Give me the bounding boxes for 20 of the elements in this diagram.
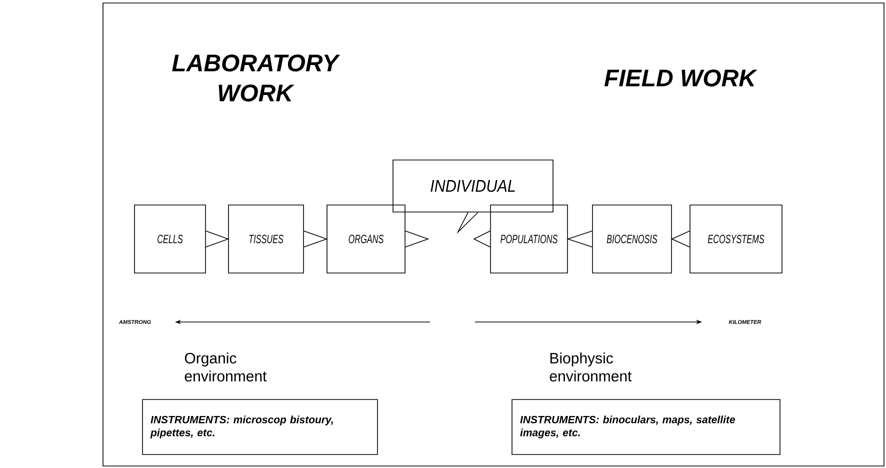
callout-box: POPULATIONS bbox=[490, 204, 568, 274]
pointer bbox=[456, 212, 478, 234]
heading: LABORATORY WORK bbox=[172, 54, 340, 102]
pointer bbox=[670, 230, 690, 248]
callout-box: BIOCENOSIS bbox=[592, 204, 672, 274]
callout-box: CELLS bbox=[134, 204, 206, 274]
pointer bbox=[566, 230, 592, 248]
callout-box: ORGANS bbox=[326, 204, 406, 274]
pointer bbox=[304, 230, 328, 248]
pointer bbox=[473, 230, 490, 248]
text-box: INSTRUMENTS: microscop bistoury, pipettes, etc. bbox=[142, 399, 378, 455]
callout-box: TISSUES bbox=[228, 204, 304, 274]
pointer bbox=[405, 230, 430, 248]
heading: FIELD WORK bbox=[604, 70, 758, 86]
callout-box: INDIVIDUAL bbox=[392, 160, 554, 212]
callout-box: ECOSYSTEMS bbox=[690, 204, 782, 274]
section-label: Biophysic environment bbox=[550, 352, 632, 382]
pointer bbox=[206, 230, 230, 248]
text-box: INSTRUMENTS: binoculars, maps, satellite images, etc. bbox=[512, 399, 780, 455]
section-label: Organic environment bbox=[184, 352, 267, 382]
